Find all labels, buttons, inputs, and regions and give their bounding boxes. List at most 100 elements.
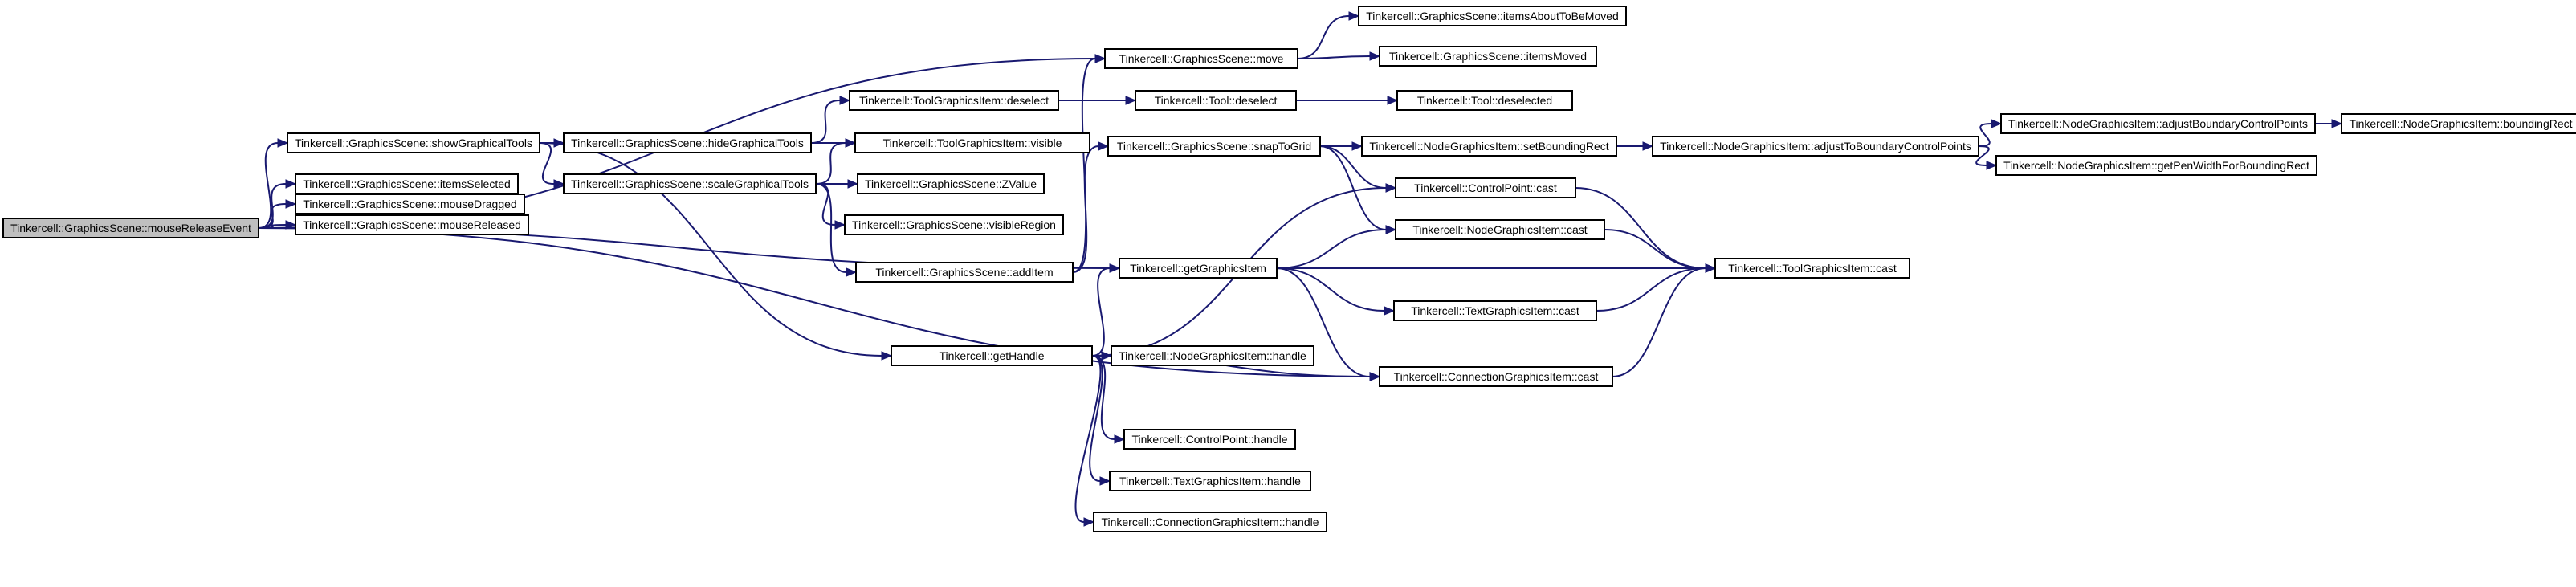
edge-gh-cgh [1074,355,1102,527]
edge-arrowhead [1348,11,1360,21]
node-label: Tinkercell::GraphicsScene::hideGraphical… [571,137,804,149]
node-box [1379,366,1613,387]
node-label: Tinkercell::GraphicsScene::showGraphical… [295,137,532,149]
node-sbr[interactable]: Tinkercell::NodeGraphicsItem::setBoundin… [1361,136,1617,157]
node-box [1395,177,1576,198]
node-tgc[interactable]: Tinkercell::TextGraphicsItem::cast [1393,300,1597,321]
node-label: Tinkercell::GraphicsScene::visibleRegion [852,218,1056,231]
node-gi[interactable]: Tinkercell::getGraphicsItem [1119,258,1278,279]
node-gpw[interactable]: Tinkercell::NodeGraphicsItem::getPenWidt… [1995,155,2317,176]
edge-line [258,183,287,229]
node-label: Tinkercell::GraphicsScene::addItem [875,266,1053,279]
node-box [1379,46,1597,67]
edge-arrowhead [285,220,297,230]
node-mre[interactable]: Tinkercell::GraphicsScene::mouseReleaseE… [2,218,259,238]
node-label: Tinkercell::NodeGraphicsItem::adjustToBo… [1660,140,1971,153]
node-im[interactable]: Tinkercell::GraphicsScene::itemsMoved [1379,46,1597,67]
node-label: Tinkercell::Tool::deselect [1155,94,1278,107]
edge-arrowhead [553,179,565,189]
node-cgh[interactable]: Tinkercell::ConnectionGraphicsItem::hand… [1093,512,1327,532]
edge-atb-gpw [1975,145,1998,170]
node-atb[interactable]: Tinkercell::NodeGraphicsItem::adjustToBo… [1652,136,1979,157]
edge-abc-br [2314,119,2343,128]
edge-gh-gi [1091,263,1121,357]
edge-arrowhead [1387,96,1399,105]
node-box [1396,90,1573,111]
node-label: Tinkercell::ControlPoint::handle [1131,433,1287,446]
node-box [1119,258,1278,279]
node-sgt[interactable]: Tinkercell::GraphicsScene::showGraphical… [287,132,540,153]
node-vr[interactable]: Tinkercell::GraphicsScene::visibleRegion [844,214,1064,235]
node-mv[interactable]: Tinkercell::GraphicsScene::move [1104,48,1298,69]
node-label: Tinkercell::ConnectionGraphicsItem::hand… [1101,516,1319,528]
node-td[interactable]: Tinkercell::Tool::deselect [1135,90,1297,111]
edge-sgt-gh [539,142,893,361]
node-label: Tinkercell::GraphicsScene::ZValue [865,177,1037,190]
node-gh[interactable]: Tinkercell::getHandle [891,345,1093,366]
edge-arrowhead [285,199,297,209]
edge-atb-abc [1978,119,2003,147]
node-scg[interactable]: Tinkercell::GraphicsScene::scaleGraphica… [563,173,817,194]
node-iabm[interactable]: Tinkercell::GraphicsScene::itemsAboutToB… [1358,6,1627,26]
edge-arrowhead [2331,119,2343,128]
node-tdd[interactable]: Tinkercell::Tool::deselected [1396,90,1573,111]
edge-line [1612,267,1706,377]
edge-line [1276,267,1371,377]
edge-arrowhead [1099,476,1111,486]
node-box [287,132,540,153]
node-label: Tinkercell::GraphicsScene::itemsSelected [303,177,511,190]
node-cgc[interactable]: Tinkercell::ConnectionGraphicsItem::cast [1379,366,1613,387]
node-label: Tinkercell::TextGraphicsItem::cast [1411,304,1579,317]
node-label: Tinkercell::Tool::deselected [1417,94,1552,107]
node-box [1093,512,1327,532]
node-its[interactable]: Tinkercell::GraphicsScene::itemsSelected [295,173,519,194]
edge-line [1276,267,1385,312]
node-tic[interactable]: Tinkercell::ToolGraphicsItem::cast [1714,258,1910,279]
node-label: Tinkercell::NodeGraphicsItem::setBoundin… [1369,140,1608,153]
edge-tgc-tic [1596,263,1717,312]
node-tgv[interactable]: Tinkercell::ToolGraphicsItem::visible [854,132,1090,153]
node-label: Tinkercell::NodeGraphicsItem::cast [1412,223,1587,236]
edge-arrowhead [1369,51,1381,61]
node-stg[interactable]: Tinkercell::GraphicsScene::snapToGrid [1107,136,1321,157]
node-zv[interactable]: Tinkercell::GraphicsScene::ZValue [857,173,1045,194]
edge-arrowhead [1083,517,1095,527]
node-tgh[interactable]: Tinkercell::TextGraphicsItem::handle [1109,471,1311,491]
edge-arrowhead [881,351,893,361]
edge-arrowhead [1114,434,1126,444]
edge-line [1089,355,1103,482]
edge-line [1319,145,1387,230]
edge-gi-ngc [1276,225,1397,269]
node-cph[interactable]: Tinkercell::ControlPoint::handle [1123,429,1296,450]
node-box [1111,345,1314,366]
edge-arrowhead [277,138,289,148]
node-label: Tinkercell::getHandle [940,349,1045,362]
node-tgd[interactable]: Tinkercell::ToolGraphicsItem::deselect [849,90,1059,111]
node-label: Tinkercell::GraphicsScene::mouseReleaseE… [10,222,251,234]
edge-line [810,100,841,144]
edge-mre-mdr [258,199,297,229]
node-abc[interactable]: Tinkercell::NodeGraphicsItem::adjustBoun… [2000,113,2316,134]
node-mrl[interactable]: Tinkercell::GraphicsScene::mouseReleased [295,214,529,235]
node-label: Tinkercell::GraphicsScene::itemsMoved [1389,50,1587,63]
node-cpc[interactable]: Tinkercell::ControlPoint::cast [1395,177,1576,198]
edge-stg-sbr [1320,141,1363,151]
node-label: Tinkercell::getGraphicsItem [1130,262,1266,275]
node-box [295,173,519,194]
node-label: Tinkercell::GraphicsScene::mouseDragged [303,198,516,210]
node-ai[interactable]: Tinkercell::GraphicsScene::addItem [855,262,1074,283]
edge-scg-zv [815,179,859,189]
edge-scg-vr [815,183,846,230]
node-ngh[interactable]: Tinkercell::NodeGraphicsItem::handle [1111,345,1314,366]
edge-td-tdd [1296,96,1399,105]
edge-gi-tgc [1276,267,1396,316]
node-hgt[interactable]: Tinkercell::GraphicsScene::hideGraphical… [563,132,812,153]
node-ngc[interactable]: Tinkercell::NodeGraphicsItem::cast [1395,219,1605,240]
node-label: Tinkercell::GraphicsScene::snapToGrid [1117,140,1311,153]
edge-arrowhead [845,138,857,148]
node-mdr[interactable]: Tinkercell::GraphicsScene::mouseDragged [295,194,525,214]
edge-mre-sgt [258,138,289,229]
node-box [1107,136,1321,157]
edge-line [258,227,1371,377]
node-br[interactable]: Tinkercell::NodeGraphicsItem::boundingRe… [2341,113,2576,134]
